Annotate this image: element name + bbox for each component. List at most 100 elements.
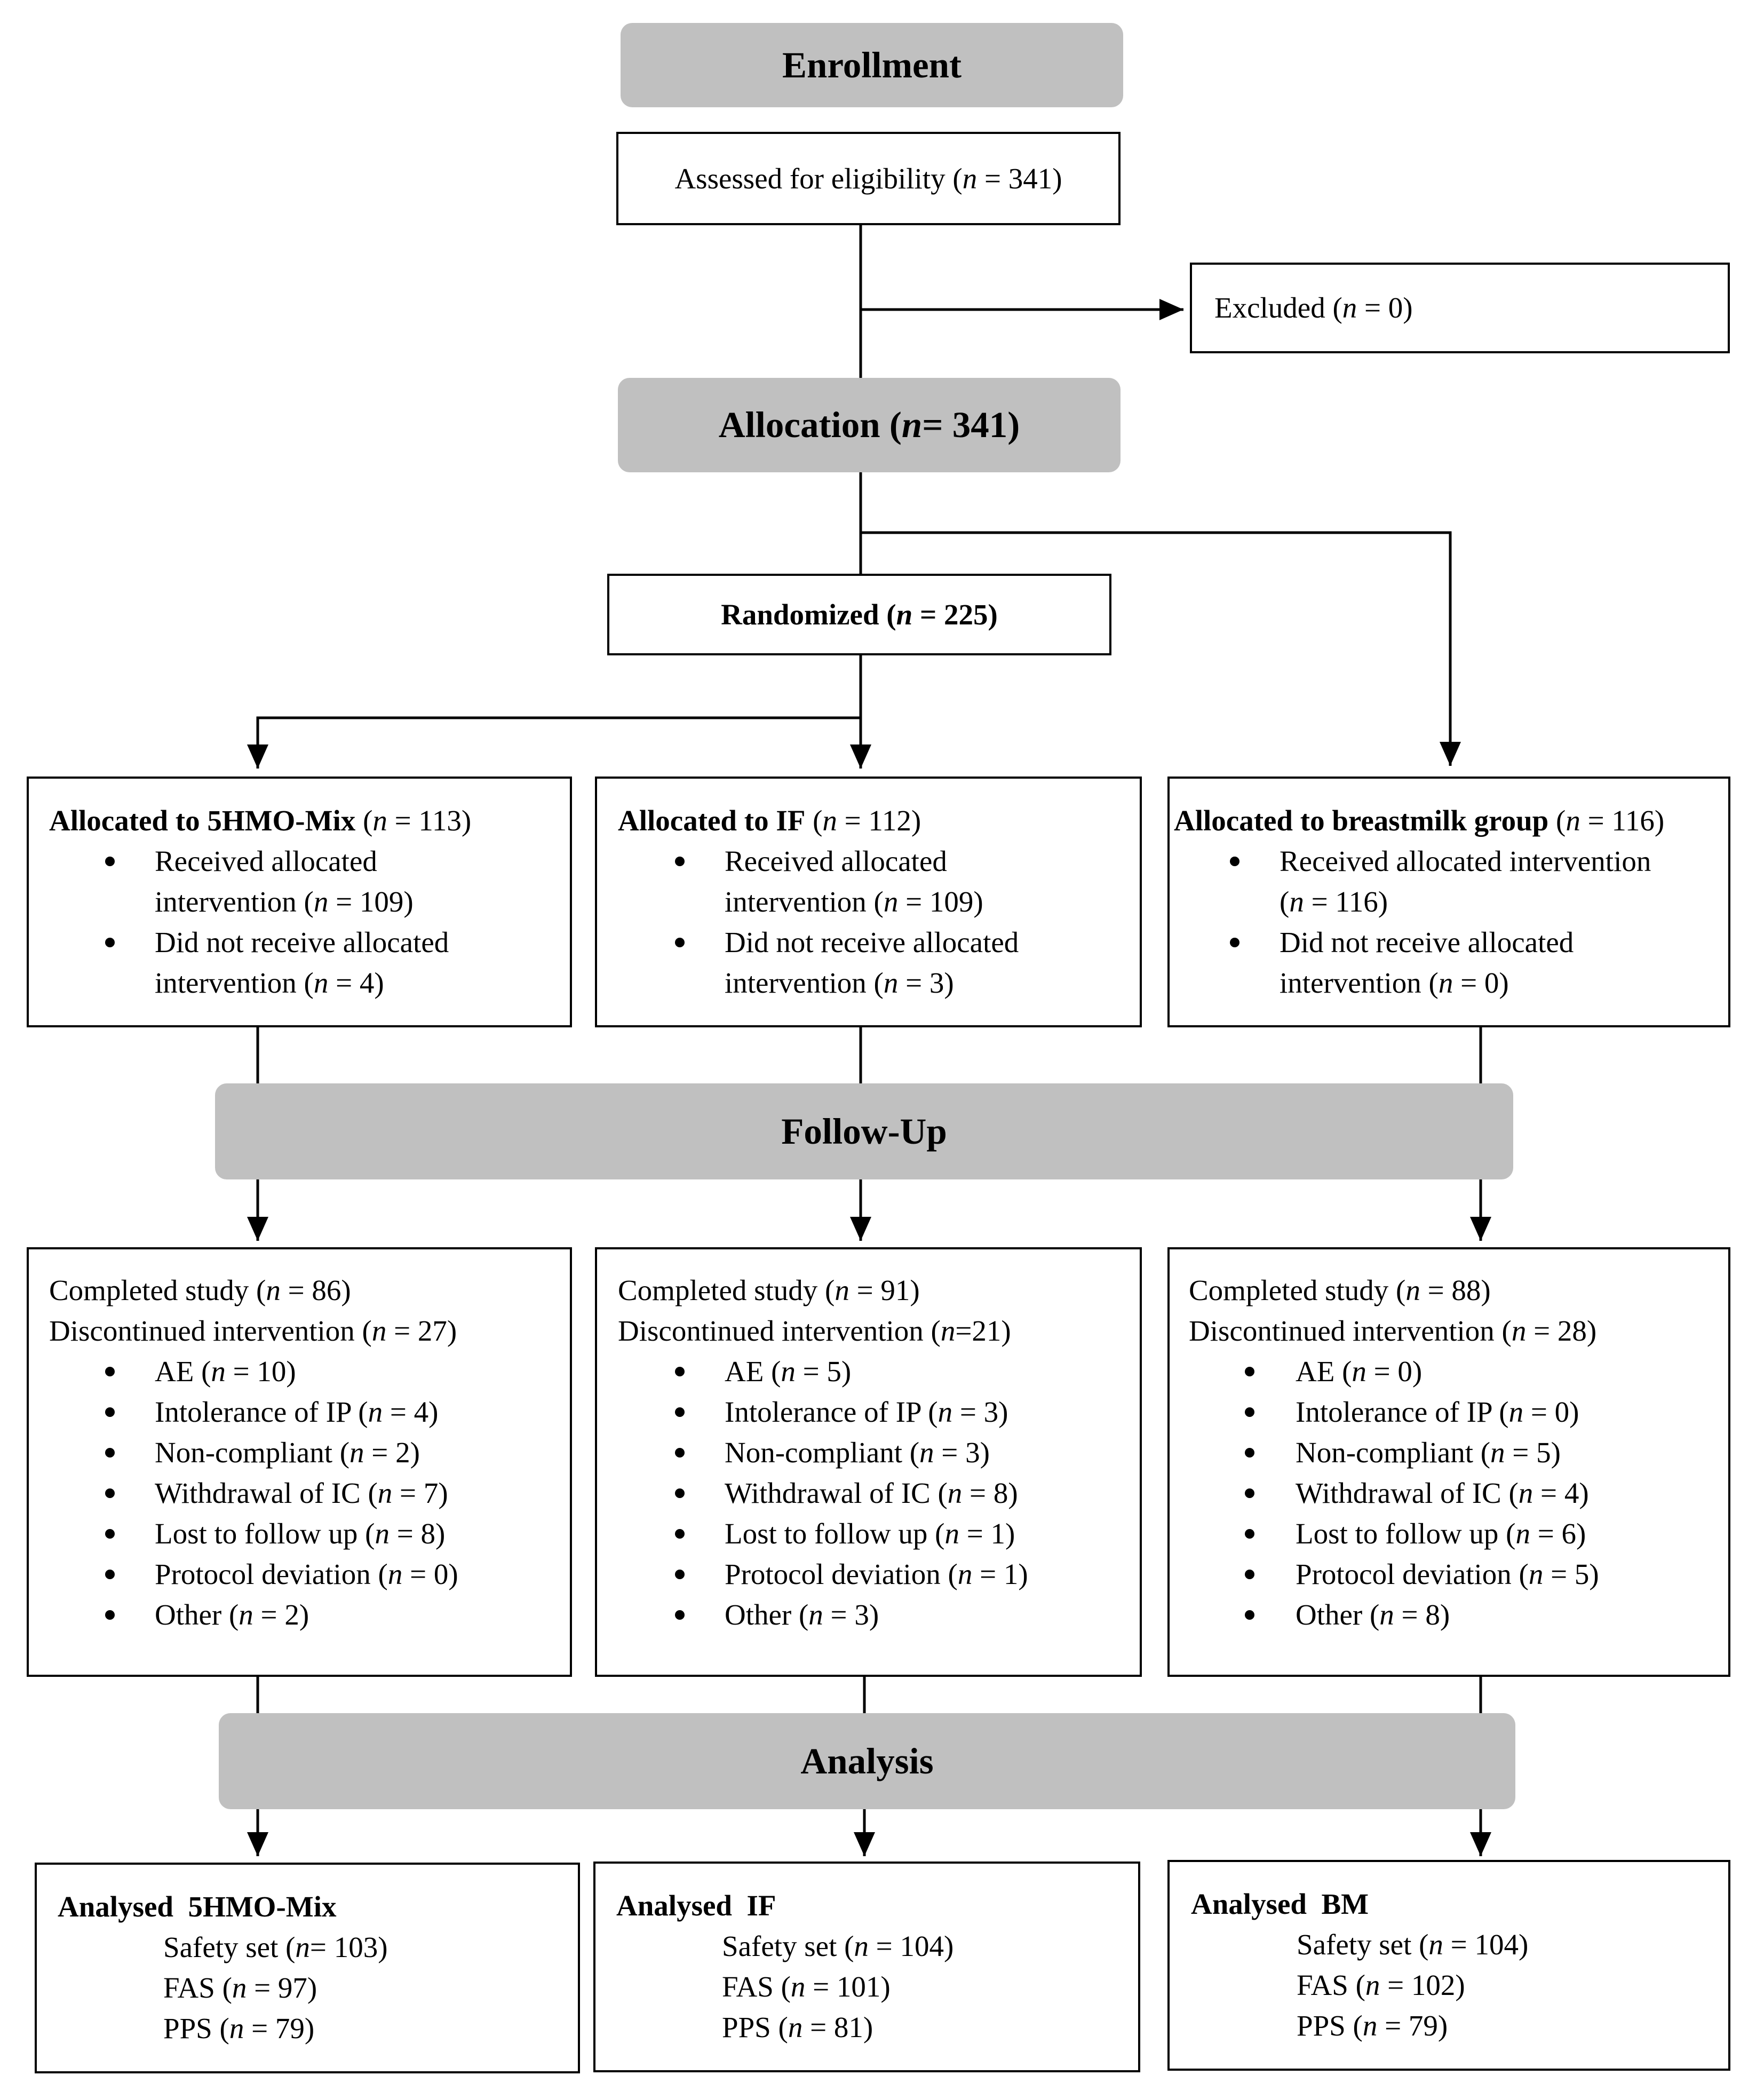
bullet-text: Intolerance of IP (n = 0) (1296, 1396, 1579, 1428)
box-analysed-if (593, 1862, 1140, 2072)
discontinuation-reason: Protocol deviation (n = 1) (618, 1554, 1028, 1595)
bullet-icon (105, 1448, 115, 1458)
stage-allocation: Allocation (n = 341) (618, 378, 1121, 472)
discontinuation-reasons-list: AE (n = 5) Intolerance of IP (n = 3) Non-c… (618, 1351, 1028, 1635)
discontinuation-reason: Non-compliant (n = 5) (1189, 1432, 1599, 1473)
bullet-text: intervention (n = 0) (1280, 967, 1509, 999)
allocated-breastmilk-content: Allocated to breastmilk group (n = 116) R… (1174, 801, 1664, 1003)
discontinuation-reason: Non-compliant (n = 3) (618, 1432, 1028, 1473)
discontinued-intervention: Discontinued intervention (n = 28) (1189, 1314, 1597, 1347)
bullet-text: Withdrawal of IC (n = 8) (725, 1477, 1018, 1509)
bullet-icon (1245, 1610, 1254, 1620)
analysed-title: Analysed IF (616, 1889, 776, 1922)
discontinuation-reason: Intolerance of IP (n = 3) (618, 1392, 1028, 1432)
bullet-icon (105, 1570, 115, 1579)
discontinuation-reason: Protocol deviation (n = 5) (1189, 1554, 1599, 1595)
completed-study: Completed study (n = 91) (618, 1274, 920, 1306)
bullet-text: Lost to follow up (n = 8) (155, 1517, 446, 1550)
bullet-text: Protocol deviation (n = 0) (155, 1558, 458, 1590)
bullet-icon (675, 857, 685, 866)
analysis-set: PPS (n = 79) (163, 2012, 315, 2045)
bullet-text: Did not receive allocated (155, 926, 449, 959)
bullet-icon (105, 857, 115, 866)
bullet-text: Received allocated intervention (1280, 845, 1651, 877)
bullet-text: Other (n = 8) (1296, 1598, 1450, 1631)
bullet-icon (105, 938, 115, 947)
discontinued-intervention: Discontinued intervention (n = 27) (49, 1314, 457, 1347)
bullet-text: Received allocated (725, 845, 947, 877)
analysis-set: Safety set (n = 104) (722, 1930, 954, 1962)
box-followup-breastmilk (1167, 1247, 1730, 1677)
allocated-status-list: Received allocated intervention(n = 116)… (1174, 841, 1664, 1003)
box-excluded: Excluded (n = 0) (1190, 263, 1730, 353)
allocated-title: Allocated to 5HMO-Mix (n = 113) (49, 804, 472, 837)
stage-follow-up: Follow-Up (215, 1083, 1513, 1179)
discontinuation-reason: Non-compliant (n = 2) (49, 1432, 458, 1473)
analysis-set: FAS (n = 102) (1297, 1969, 1465, 2001)
discontinuation-reason: AE (n = 5) (618, 1351, 1028, 1392)
bullet-icon (1245, 1407, 1254, 1417)
bullet-text: intervention (n = 3) (725, 967, 954, 999)
completed-study: Completed study (n = 86) (49, 1274, 351, 1306)
box-randomized: Randomized (n = 225) (607, 574, 1111, 655)
box-allocated-breastmilk (1167, 777, 1730, 1027)
bullet-text: Lost to follow up (n = 6) (1296, 1517, 1586, 1550)
bullet-icon (1245, 1529, 1254, 1539)
bullet-text: Non-compliant (n = 5) (1296, 1436, 1561, 1469)
allocated-title: Allocated to breastmilk group (n = 116) (1174, 804, 1665, 837)
bullet-text: Intolerance of IP (n = 3) (725, 1396, 1008, 1428)
stage-enrollment: Enrollment (621, 23, 1123, 107)
assessed-label: Assessed for eligibility (n = 341) (674, 162, 1062, 195)
randomized-label: Randomized (n = 225) (721, 598, 998, 631)
analysed-title: Analysed 5HMO-Mix (58, 1890, 337, 1923)
followup-5hmo-mix-content: Completed study (n = 86) Discontinued int… (49, 1270, 458, 1635)
box-followup-5hmo-mix (27, 1247, 572, 1677)
bullet-text: Other (n = 3) (725, 1598, 879, 1631)
box-followup-if (595, 1247, 1142, 1677)
discontinuation-reason: Lost to follow up (n = 6) (1189, 1514, 1599, 1554)
discontinuation-reason: Other (n = 3) (618, 1595, 1028, 1635)
allocated-status-item: Did not receive allocated intervention (n… (49, 922, 471, 1003)
bullet-icon (675, 1488, 685, 1498)
analysis-set: FAS (n = 101) (722, 1970, 891, 2003)
discontinuation-reason: Other (n = 8) (1189, 1595, 1599, 1635)
allocated-title: Allocated to IF (n = 112) (618, 804, 921, 837)
discontinuation-reason: Protocol deviation (n = 0) (49, 1554, 458, 1595)
discontinuation-reason: Withdrawal of IC (n = 8) (618, 1473, 1028, 1514)
analysed-title: Analysed BM (1191, 1888, 1369, 1920)
followup-breastmilk-content: Completed study (n = 88) Discontinued int… (1189, 1270, 1599, 1635)
analysis-set: Safety set (n = 104) (1297, 1928, 1529, 1961)
bullet-text: AE (n = 5) (725, 1355, 852, 1388)
bullet-icon (1245, 1570, 1254, 1579)
completed-study: Completed study (n = 88) (1189, 1274, 1491, 1306)
bullet-text: Lost to follow up (n = 1) (725, 1517, 1015, 1550)
allocated-5hmo-mix-content: Allocated to 5HMO-Mix (n = 113) Received … (49, 801, 471, 1003)
discontinuation-reason: Intolerance of IP (n = 4) (49, 1392, 458, 1432)
bullet-icon (675, 1448, 685, 1458)
bullet-text: intervention (n = 4) (155, 967, 384, 999)
bullet-text: Protocol deviation (n = 5) (1296, 1558, 1599, 1590)
bullet-icon (1245, 1367, 1254, 1376)
bullet-icon (675, 1367, 685, 1376)
bullet-icon (675, 1407, 685, 1417)
box-analysed-bm (1167, 1860, 1730, 2071)
analysis-set: Safety set (n= 103) (163, 1931, 388, 1963)
bullet-icon (675, 938, 685, 947)
bullet-icon (105, 1367, 115, 1376)
allocated-if-content: Allocated to IF (n = 112) Received alloca… (618, 801, 1019, 1003)
discontinued-intervention: Discontinued intervention (n=21) (618, 1314, 1011, 1347)
bullet-text: Withdrawal of IC (n = 7) (155, 1477, 448, 1509)
bullet-icon (105, 1407, 115, 1417)
discontinuation-reason: AE (n = 0) (1189, 1351, 1599, 1392)
bullet-text: Non-compliant (n = 2) (155, 1436, 420, 1469)
allocated-status-item: Received allocated intervention(n = 116) (1174, 841, 1664, 922)
bullet-text: Intolerance of IP (n = 4) (155, 1396, 439, 1428)
stage-analysis: Analysis (219, 1713, 1515, 1809)
bullet-text: Protocol deviation (n = 1) (725, 1558, 1028, 1590)
arrow-to-breastmilk-group (861, 531, 1461, 766)
